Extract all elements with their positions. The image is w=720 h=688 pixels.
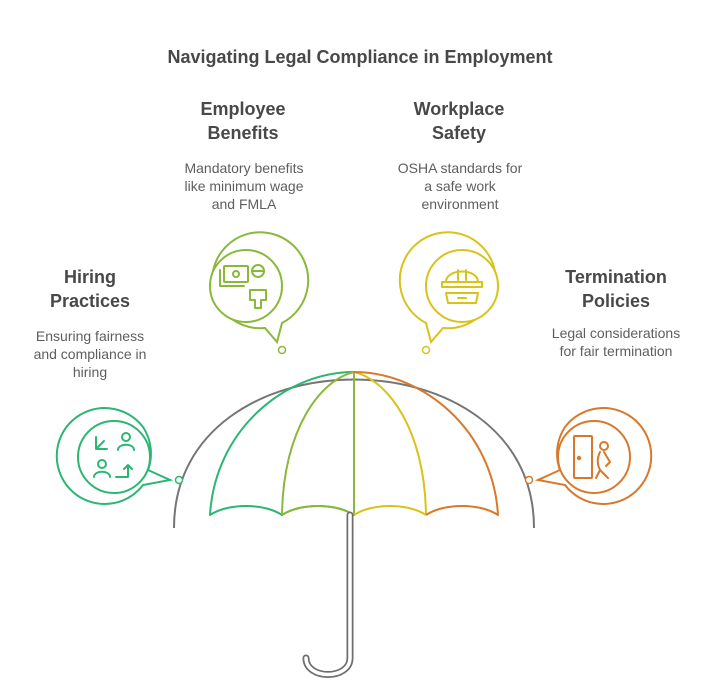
benefits-desc-line2: like minimum wage bbox=[184, 178, 304, 194]
hiring-desc-line3: hiring bbox=[72, 364, 108, 380]
hiring-heading-line2: Practices bbox=[49, 291, 131, 311]
page-title: Navigating Legal Compliance in Employmen… bbox=[167, 47, 553, 67]
benefits-connector-dot bbox=[277, 345, 287, 355]
people-exchange-icon bbox=[93, 432, 135, 478]
canopy-rib-right bbox=[353, 371, 427, 516]
hiring-description: Ensuring fairness and compliance in hiri… bbox=[8, 327, 172, 381]
money-person-icon bbox=[219, 264, 267, 309]
umbrella-canopy bbox=[209, 371, 499, 516]
canopy-scallop-yellow bbox=[353, 505, 427, 516]
termination-description: Legal considerations for fair terminatio… bbox=[526, 324, 706, 360]
benefits-desc-line1: Mandatory benefits bbox=[184, 160, 304, 176]
safety-heading-line1: Workplace bbox=[413, 99, 505, 119]
termination-connector-dot bbox=[524, 475, 534, 485]
canopy-right-outer bbox=[353, 371, 499, 516]
benefits-bubble bbox=[209, 231, 310, 345]
safety-desc-line1: OSHA standards for bbox=[397, 160, 523, 176]
benefits-heading-line1: Employee bbox=[200, 99, 286, 119]
benefits-description: Mandatory benefits like minimum wage and… bbox=[154, 159, 334, 213]
hiring-heading-line1: Hiring bbox=[64, 267, 116, 287]
termination-heading-line1: Termination bbox=[565, 267, 667, 287]
umbrella-handle-inner bbox=[304, 513, 352, 677]
exit-door-icon bbox=[573, 435, 611, 479]
hiring-desc-line1: Ensuring fairness bbox=[35, 328, 145, 344]
hiring-bubble bbox=[55, 407, 174, 505]
safety-desc-line2: a safe work bbox=[424, 178, 496, 194]
benefits-desc-line3: and FMLA bbox=[211, 196, 277, 212]
benefits-heading: Employee Benefits bbox=[163, 97, 323, 145]
benefits-heading-line2: Benefits bbox=[207, 123, 279, 143]
canopy-scallop-green bbox=[281, 505, 355, 516]
termination-heading-line2: Policies bbox=[581, 291, 651, 311]
safety-heading: Workplace Safety bbox=[379, 97, 539, 145]
termination-desc-line1: Legal considerations bbox=[551, 325, 681, 341]
hiring-heading: Hiring Practices bbox=[20, 265, 160, 313]
safety-connector-dot bbox=[421, 345, 431, 355]
canopy-rib-left bbox=[281, 371, 355, 516]
hiring-desc-line2: and compliance in bbox=[33, 346, 147, 362]
hard-hat-icon bbox=[441, 269, 483, 304]
umbrella-handle-outer bbox=[302, 511, 354, 678]
termination-desc-line2: for fair termination bbox=[559, 343, 673, 359]
safety-heading-line2: Safety bbox=[431, 123, 487, 143]
hiring-connector-dot bbox=[174, 475, 184, 485]
termination-bubble bbox=[534, 407, 653, 505]
safety-desc-line3: environment bbox=[421, 196, 499, 212]
safety-bubble bbox=[398, 231, 499, 345]
termination-heading: Termination Policies bbox=[536, 265, 696, 313]
safety-description: OSHA standards for a safe work environme… bbox=[370, 159, 550, 213]
canopy-left-outer bbox=[209, 371, 355, 516]
